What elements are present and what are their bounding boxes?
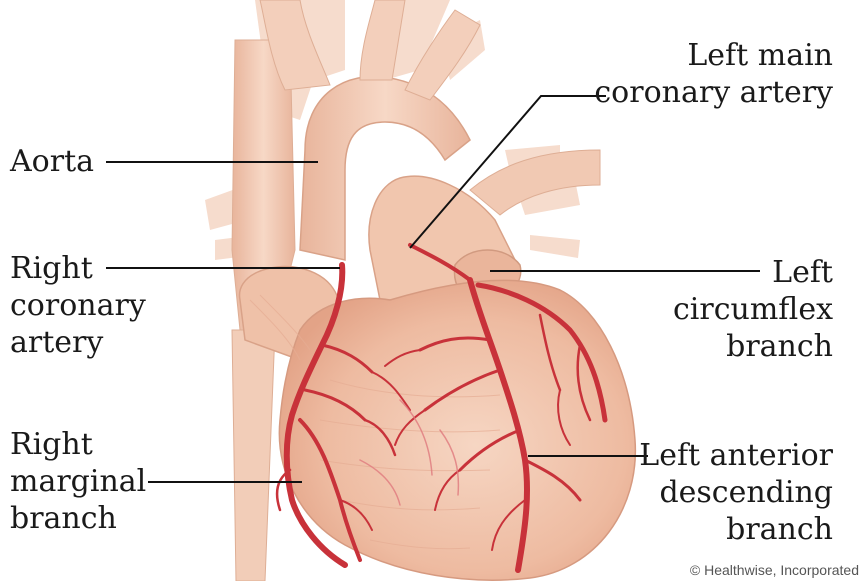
label-right-marginal-branch: Right marginal branch — [10, 426, 146, 537]
label-left-main-coronary-artery: Left main coronary artery — [594, 37, 833, 111]
label-aorta: Aorta — [10, 143, 94, 180]
label-left-anterior-descending-branch: Left anterior descending branch — [639, 437, 833, 548]
label-left-circumflex-branch: Left circumflex branch — [673, 254, 833, 365]
copyright-credit: © Healthwise, Incorporated — [690, 562, 859, 578]
label-right-coronary-artery: Right coronary artery — [10, 250, 146, 361]
